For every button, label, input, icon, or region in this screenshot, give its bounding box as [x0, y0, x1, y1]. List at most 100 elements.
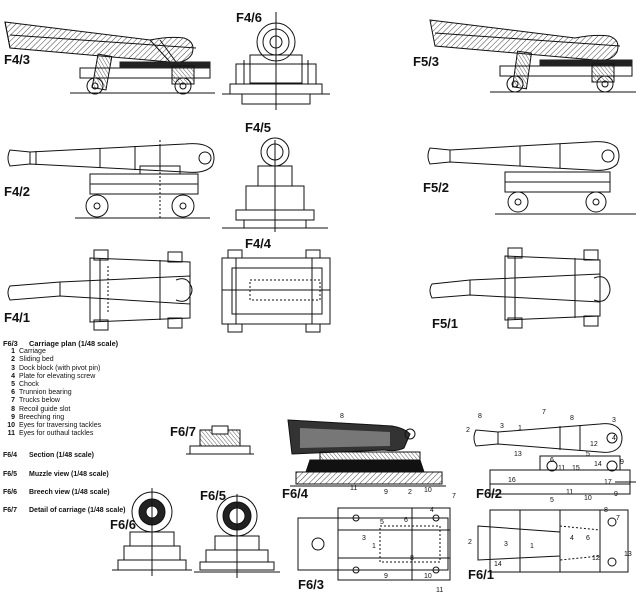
key-section-id: F6/7	[3, 507, 18, 515]
figure-label-f4-6: F4/6	[236, 10, 263, 25]
key-item-number: 3	[11, 364, 15, 372]
f61-callout: 1	[530, 543, 534, 550]
f62-callout: 17	[604, 479, 612, 486]
key-section-id: F6/6	[3, 488, 18, 496]
f61-callout: 9	[614, 491, 618, 498]
f63-callout: 11	[350, 485, 357, 492]
f62-callout: 9	[620, 459, 624, 466]
key-item: 2 Sliding bed	[3, 356, 183, 364]
key-item-number: 2	[11, 356, 15, 364]
figure-label-f5-1: F5/1	[432, 316, 459, 331]
figure-label-f6-1: F6/1	[468, 567, 495, 582]
f61-callout: 6	[586, 535, 590, 542]
f63-callout: 1	[372, 543, 376, 550]
key-item-text: Recoil guide slot	[19, 405, 71, 413]
key-item-text: Sliding bed	[19, 356, 54, 364]
f45-drawing	[222, 137, 328, 232]
f61-callout: 13	[624, 551, 632, 558]
f62-callout: 6	[550, 457, 554, 464]
key-item-text: Dock block (with pivot pin)	[19, 364, 101, 372]
figure-label-f4-2: F4/2	[4, 184, 31, 199]
f53-drawing	[429, 19, 636, 93]
f61-callout: 14	[494, 561, 502, 568]
key-item-text: Eyes for traversing tackles	[19, 422, 102, 430]
figure-label-f4-1: F4/1	[4, 310, 31, 325]
f51-drawing	[429, 247, 611, 329]
f61-callout: 8	[604, 507, 608, 514]
f61-callout: 3	[504, 541, 508, 548]
f66-drawing	[112, 488, 192, 576]
key-item-number: 7	[11, 397, 15, 405]
key-section: F6/5 Muzzle view (1/48 scale)	[3, 471, 183, 479]
f63-callout: 6	[404, 517, 408, 524]
f62-drawing	[473, 423, 636, 495]
f63-callout: 2	[408, 489, 412, 496]
figure-label-f6-6: F6/6	[110, 517, 137, 532]
f62-callout: 3	[500, 423, 504, 430]
f61-callout: 12	[592, 555, 600, 562]
key-item: 1 Carriage	[3, 348, 183, 356]
key-section: F6/4 Section (1/48 scale)	[3, 452, 183, 460]
callout-numbers: 8 8 7 2 3 1 8 3 12 4 5 13 6 11 14 15 9 1…	[340, 409, 632, 594]
f63-callout: 3	[362, 535, 366, 542]
key-item-number: 9	[11, 413, 15, 421]
key-item-text: Trucks below	[19, 397, 60, 405]
key-item-text: Carriage	[19, 348, 46, 356]
key-section: F6/7 Detail of carriage (1/48 scale)	[3, 507, 183, 515]
key-section-text: Breech view (1/48 scale)	[29, 488, 110, 496]
f44-drawing	[221, 249, 331, 333]
figure-label-f6-2: F6/2	[476, 486, 503, 501]
f62-callout: 7	[542, 409, 546, 416]
key-item: 10 Eyes for traversing tackles	[3, 422, 183, 430]
key-item-number: 11	[7, 430, 15, 438]
f63-drawing	[297, 507, 451, 581]
f62-callout: 16	[508, 477, 516, 484]
f62-callout: 15	[572, 465, 580, 472]
f65-drawing	[194, 494, 280, 578]
key-section-text: Muzzle view (1/48 scale)	[29, 470, 109, 478]
key-item-number: 1	[11, 348, 15, 356]
f61-callout: 2	[468, 539, 472, 546]
f62-callout: 3	[612, 417, 616, 424]
f63-callout: 7	[452, 493, 456, 500]
key-item-text: Chock	[19, 381, 39, 389]
f62-callout: 14	[594, 461, 602, 468]
f61-callout: 7	[616, 515, 620, 522]
key-title-text: Carriage plan (1/48 scale)	[29, 339, 119, 348]
key-item-number: 10	[7, 422, 15, 430]
f63-callout: 5	[380, 519, 384, 526]
f62-callout: 11	[558, 465, 565, 472]
f52-drawing	[427, 141, 636, 215]
f63-callout: 11	[436, 587, 443, 594]
key-item-number: 4	[11, 372, 15, 380]
key-section-text: Detail of carriage (1/48 scale)	[29, 507, 126, 515]
figure-label-f6-5: F6/5	[200, 488, 227, 503]
f62-callout: 4	[612, 435, 616, 442]
f61-callout: 4	[570, 535, 574, 542]
figure-label-f5-2: F5/2	[423, 180, 450, 195]
key-section-id: F6/5	[3, 470, 18, 478]
figure-label-f6-4: F6/4	[282, 486, 309, 501]
key-section-id: F6/4	[3, 452, 18, 460]
key-section-text: Section (1/48 scale)	[29, 452, 94, 460]
key-title: F6/3 Carriage plan (1/48 scale)	[3, 339, 183, 348]
figure-label-f5-3: F5/3	[413, 54, 440, 69]
f62-callout: 1	[518, 425, 522, 432]
f63-callout: 8	[410, 555, 414, 562]
f62-callout: 8	[570, 415, 574, 422]
key-item: 7 Trucks below	[3, 397, 183, 405]
f61-callout: 11	[566, 489, 573, 496]
f46-drawing	[222, 12, 330, 110]
key-item: 3 Dock block (with pivot pin)	[3, 365, 183, 373]
f61-callout: 5	[550, 497, 554, 504]
figure-label-f6-3: F6/3	[298, 577, 325, 592]
f64-drawing	[287, 419, 446, 487]
f62-callout: 5	[586, 451, 590, 458]
f63-callout: 9	[384, 489, 388, 496]
key-section: F6/6 Breech view (1/48 scale)	[3, 489, 183, 497]
key-item-text: Plate for elevating screw	[19, 372, 96, 380]
